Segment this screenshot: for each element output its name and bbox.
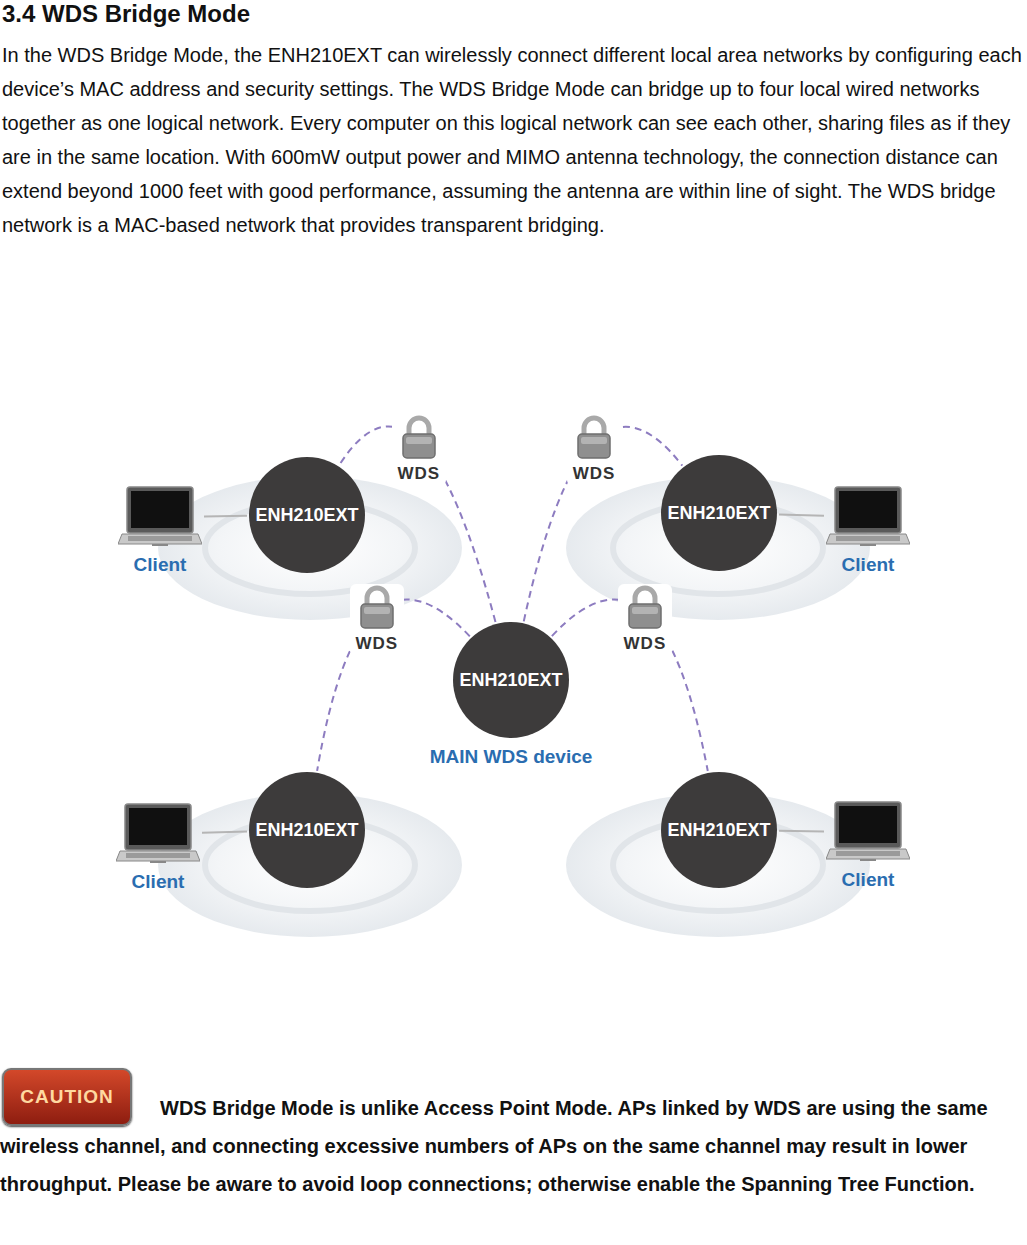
caution-icon: CAUTION <box>2 1068 132 1126</box>
client-computer: Client <box>818 486 918 576</box>
padlock-icon <box>571 414 617 460</box>
padlock-icon <box>396 414 442 460</box>
wds-lock-label: WDS <box>350 584 404 656</box>
edge-label: WDS <box>354 634 400 654</box>
device-circle: ENH210EXT <box>661 455 777 571</box>
wds-device: ENH210EXT <box>249 457 365 573</box>
section-heading: 3.4 WDS Bridge Mode <box>2 0 250 28</box>
laptop-icon <box>118 486 202 548</box>
caution-word: CAUTION <box>20 1086 114 1108</box>
caution-note: WDS Bridge Mode is unlike Access Point M… <box>0 1089 1025 1203</box>
wds-link <box>552 599 708 771</box>
laptop-icon <box>116 803 200 865</box>
client-computer: Client <box>108 803 208 893</box>
client-label: Client <box>818 554 918 576</box>
device-circle: ENH210EXT <box>453 622 569 738</box>
wds-device: ENH210EXT <box>661 455 777 571</box>
device-circle: ENH210EXT <box>661 772 777 888</box>
wds-lock-label: WDS <box>618 584 672 656</box>
body-paragraph: In the WDS Bridge Mode, the ENH210EXT ca… <box>2 38 1022 242</box>
device-name: ENH210EXT <box>667 820 770 841</box>
edge-label: WDS <box>622 634 668 654</box>
wired-link <box>779 515 824 516</box>
client-label: Client <box>110 554 210 576</box>
client-computer: Client <box>818 801 918 891</box>
wds-device: ENH210EXT <box>249 772 365 888</box>
wds-lock-label: WDS <box>392 414 446 486</box>
client-computer: Client <box>110 486 210 576</box>
padlock-icon <box>354 584 400 630</box>
wired-link <box>779 830 824 833</box>
device-name: ENH210EXT <box>255 505 358 526</box>
wired-link <box>202 832 247 833</box>
edge-label: WDS <box>571 464 617 484</box>
device-circle: ENH210EXT <box>249 772 365 888</box>
padlock-icon <box>622 584 668 630</box>
device-name: ENH210EXT <box>255 820 358 841</box>
main-wds-device: ENH210EXT MAIN WDS device <box>411 622 611 768</box>
edge-label: WDS <box>396 464 442 484</box>
device-name: ENH210EXT <box>459 670 562 691</box>
wds-lock-label: WDS <box>567 414 621 486</box>
client-label: Client <box>108 871 208 893</box>
laptop-icon <box>826 486 910 548</box>
device-role-label: MAIN WDS device <box>411 746 611 768</box>
laptop-icon <box>826 801 910 863</box>
wired-link <box>204 515 247 518</box>
client-label: Client <box>818 869 918 891</box>
device-name: ENH210EXT <box>667 503 770 524</box>
device-circle: ENH210EXT <box>249 457 365 573</box>
wds-device: ENH210EXT <box>661 772 777 888</box>
